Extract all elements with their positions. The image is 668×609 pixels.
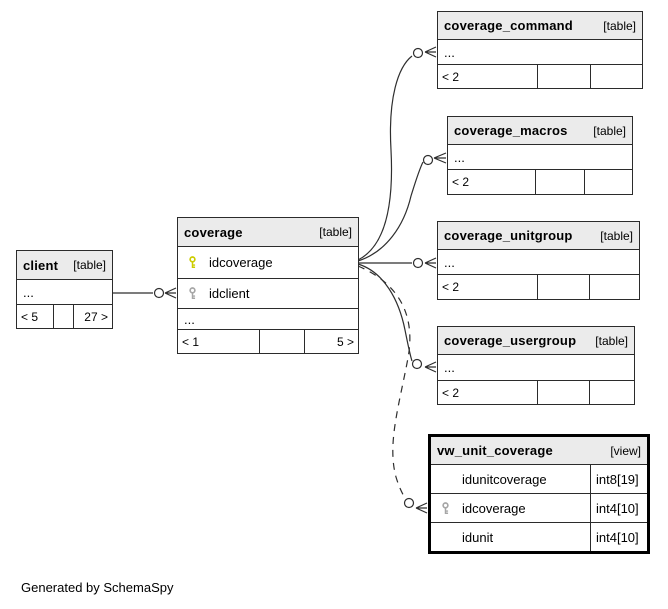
table-coverage-macros[interactable]: coverage_macros [table] ... < 2 bbox=[447, 116, 633, 195]
table-name: coverage bbox=[184, 224, 243, 240]
table-name: vw_unit_coverage bbox=[437, 443, 553, 458]
table-row: ... bbox=[438, 354, 634, 380]
column-type: int8[19] bbox=[590, 465, 647, 493]
relationship-coverage-usergroup bbox=[357, 263, 413, 362]
footer-spacer-cell bbox=[584, 170, 632, 194]
table-name: coverage_command bbox=[444, 18, 573, 33]
table-row: ... bbox=[448, 144, 632, 169]
table-header: coverage_macros [table] bbox=[448, 117, 632, 144]
footer-spacer-cell bbox=[537, 65, 590, 88]
odot-command bbox=[412, 47, 424, 59]
column-name: ... bbox=[444, 44, 455, 60]
table-kind: [view] bbox=[610, 443, 641, 458]
columns-count[interactable]: 27 > bbox=[73, 305, 112, 328]
children-count[interactable]: < 1 bbox=[182, 334, 200, 349]
odot-macros bbox=[422, 154, 434, 166]
footer-spacer-cell bbox=[537, 381, 589, 404]
children-count[interactable]: < 2 bbox=[442, 385, 460, 400]
footer-spacer-cell bbox=[589, 275, 639, 299]
table-header: coverage [table] bbox=[178, 218, 358, 246]
foreign-key-icon bbox=[184, 287, 209, 300]
column-name: ... bbox=[23, 284, 34, 300]
footer-spacer-cell bbox=[259, 330, 304, 353]
table-row: ... bbox=[17, 279, 112, 304]
table-kind: [table] bbox=[600, 228, 633, 243]
table-header: client [table] bbox=[17, 251, 112, 279]
table-row: ... bbox=[178, 308, 358, 329]
view-vw-unit-coverage[interactable]: vw_unit_coverage [view] idunitcoverage i… bbox=[428, 434, 650, 554]
column-name: idunitcoverage bbox=[462, 471, 547, 487]
relationship-coverage-command bbox=[357, 55, 413, 261]
odot-coverage bbox=[153, 287, 165, 299]
generated-by-note: Generated by SchemaSpy bbox=[21, 580, 174, 595]
crowfoot-usergroup bbox=[424, 361, 437, 373]
table-row: idunitcoverage int8[19] bbox=[431, 464, 647, 493]
table-kind: [table] bbox=[73, 258, 106, 272]
children-count[interactable]: < 2 bbox=[442, 280, 460, 294]
table-header: vw_unit_coverage [view] bbox=[431, 437, 647, 464]
table-name: client bbox=[23, 257, 59, 273]
column-type: int4[10] bbox=[590, 523, 647, 551]
foreign-key-icon bbox=[437, 501, 462, 515]
table-footer: < 2 bbox=[438, 64, 642, 88]
footer-spacer-cell bbox=[589, 381, 634, 404]
column-name: ... bbox=[454, 149, 465, 165]
table-row: idcoverage int4[10] bbox=[431, 493, 647, 522]
table-header: coverage_usergroup [table] bbox=[438, 327, 634, 354]
table-kind: [table] bbox=[319, 225, 352, 239]
column-name: idcoverage bbox=[209, 255, 273, 270]
table-coverage-unitgroup[interactable]: coverage_unitgroup [table] ... < 2 bbox=[437, 221, 640, 300]
table-footer: < 2 bbox=[448, 169, 632, 194]
table-coverage-usergroup[interactable]: coverage_usergroup [table] ... < 2 bbox=[437, 326, 635, 405]
table-name: coverage_unitgroup bbox=[444, 228, 573, 243]
table-footer: < 2 bbox=[438, 274, 639, 299]
table-name: coverage_macros bbox=[454, 123, 568, 138]
table-kind: [table] bbox=[603, 18, 636, 33]
crowfoot-vwunitcoverage bbox=[415, 502, 428, 514]
children-count[interactable]: < 2 bbox=[442, 69, 460, 84]
table-row: ... bbox=[438, 39, 642, 64]
footer-spacer-cell bbox=[590, 65, 642, 88]
column-name: idclient bbox=[209, 286, 250, 301]
table-name: coverage_usergroup bbox=[444, 333, 577, 348]
table-row: ... bbox=[438, 249, 639, 274]
table-coverage-command[interactable]: coverage_command [table] ... < 2 bbox=[437, 11, 643, 89]
column-name: ... bbox=[444, 254, 455, 270]
column-type: int4[10] bbox=[590, 494, 647, 522]
table-row: idcoverage bbox=[178, 246, 358, 278]
children-count[interactable]: < 5 bbox=[21, 309, 39, 324]
odot-vwunitcoverage bbox=[403, 497, 415, 509]
table-kind: [table] bbox=[595, 333, 628, 348]
footer-spacer-cell bbox=[53, 305, 73, 328]
table-footer: < 1 5 > bbox=[178, 329, 358, 353]
footer-spacer-cell bbox=[537, 275, 589, 299]
column-name: idcoverage bbox=[462, 500, 526, 516]
table-header: coverage_command [table] bbox=[438, 12, 642, 39]
column-name: idunit bbox=[462, 529, 494, 545]
table-coverage[interactable]: coverage [table] idcoverage idclient ...… bbox=[177, 217, 359, 354]
odot-unitgroup bbox=[412, 257, 424, 269]
children-count[interactable]: < 2 bbox=[452, 175, 470, 189]
crowfoot-unitgroup bbox=[424, 257, 437, 269]
crowfoot-macros bbox=[433, 152, 447, 164]
parents-count[interactable]: 5 > bbox=[304, 330, 358, 353]
relationship-coverage-vwunitcoverage bbox=[357, 265, 411, 499]
table-client[interactable]: client [table] ... < 5 27 > bbox=[16, 250, 113, 329]
table-footer: < 2 bbox=[438, 380, 634, 404]
table-row: idclient bbox=[178, 278, 358, 308]
column-name: ... bbox=[444, 360, 455, 375]
crowfoot-coverage bbox=[164, 287, 177, 299]
footer-spacer-cell bbox=[535, 170, 584, 194]
table-header: coverage_unitgroup [table] bbox=[438, 222, 639, 249]
table-footer: < 5 27 > bbox=[17, 304, 112, 328]
relationship-coverage-macros bbox=[357, 161, 424, 262]
table-row: idunit int4[10] bbox=[431, 522, 647, 551]
primary-key-icon bbox=[184, 256, 209, 269]
column-name: ... bbox=[184, 311, 195, 327]
table-kind: [table] bbox=[593, 123, 626, 138]
odot-usergroup bbox=[411, 358, 423, 370]
crowfoot-command bbox=[424, 46, 437, 58]
